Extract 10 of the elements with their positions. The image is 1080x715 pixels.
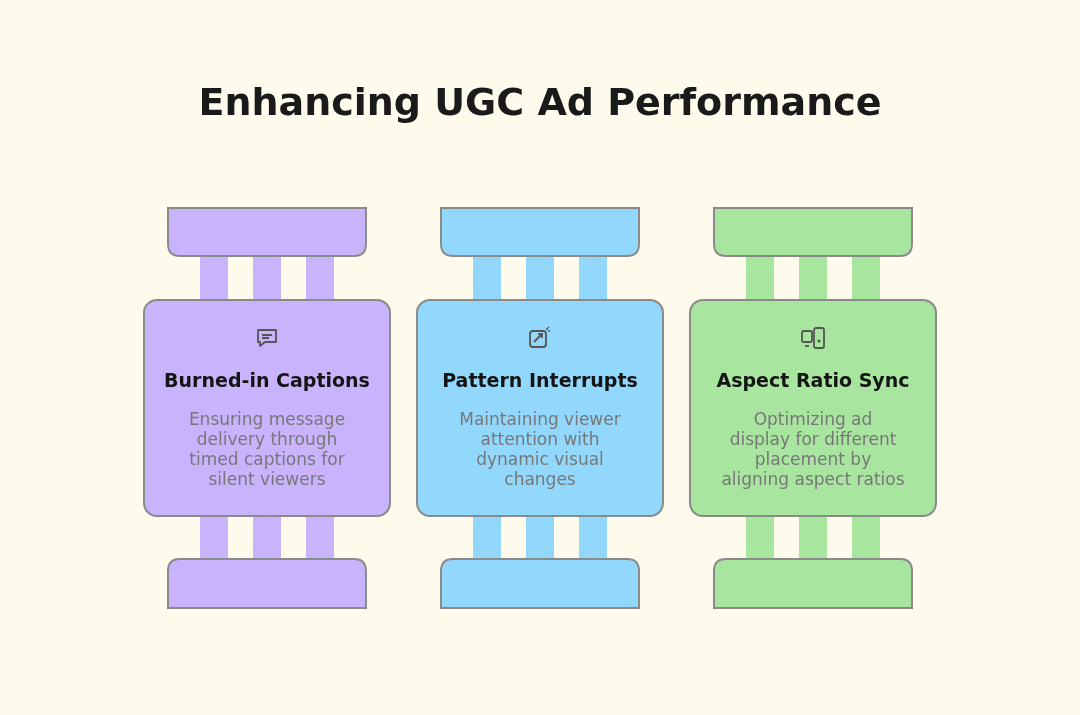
card-heading: Pattern Interrupts	[441, 369, 639, 391]
pillar-card	[416, 299, 664, 517]
card-description: Ensuring message delivery through timed captions for silent viewers	[187, 409, 347, 489]
card-heading: Burned-in Captions	[163, 369, 371, 391]
card-description: Maintaining viewer attention with dynamic visual changes	[458, 409, 622, 489]
title: Enhancing UGC Ad Performance	[197, 80, 883, 124]
card-heading: Aspect Ratio Sync	[715, 369, 911, 391]
pillar-card	[143, 299, 391, 517]
card-description: Optimizing ad display for different placement by aligning aspect ratios	[721, 409, 905, 489]
pillar-card	[689, 299, 937, 517]
